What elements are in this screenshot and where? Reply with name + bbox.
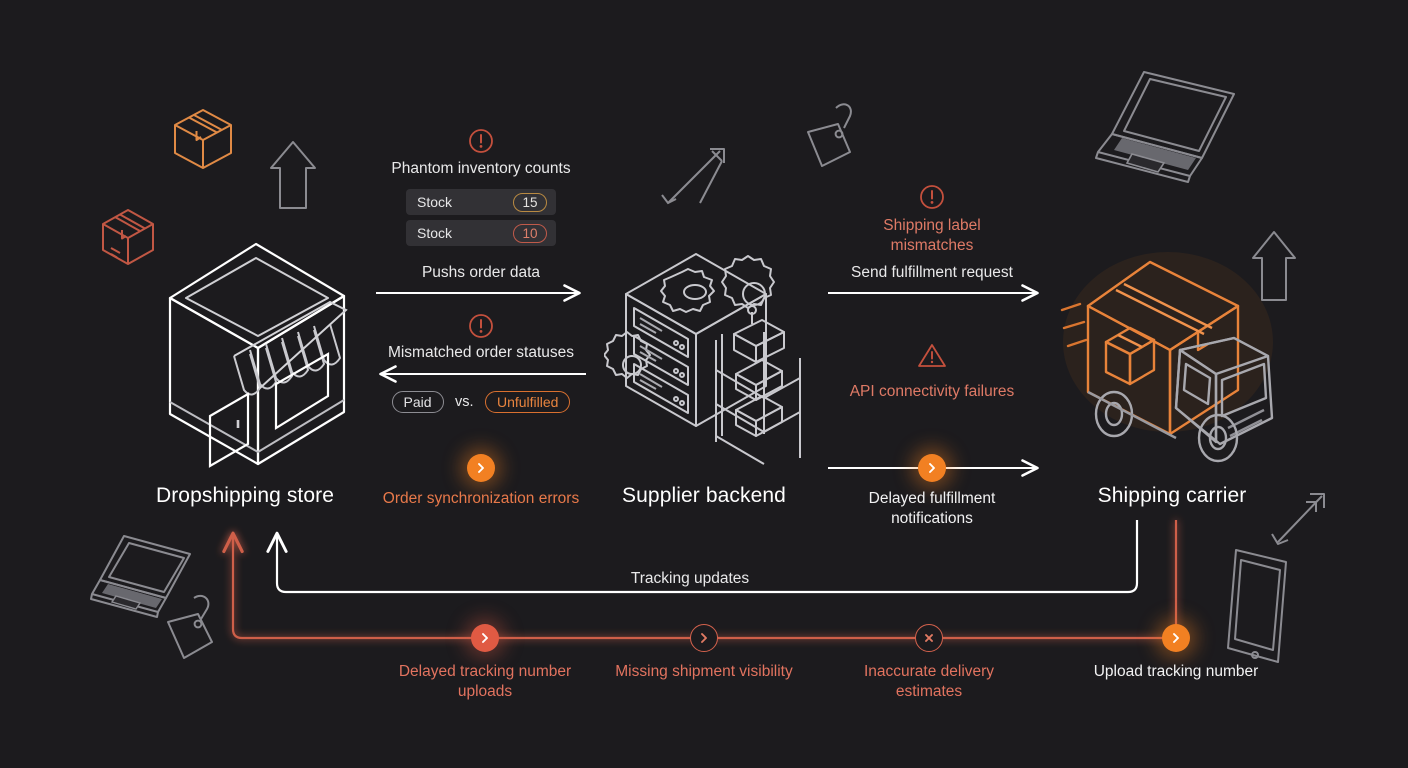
parcel-box-orange-icon [174, 109, 232, 169]
chevron-right-icon [478, 463, 484, 473]
arrow-up-icon [1252, 231, 1296, 301]
alert-circle-icon [469, 129, 493, 153]
mismatched-status-label: Mismatched order statuses [387, 344, 575, 361]
stock-label: Stock [417, 194, 453, 210]
price-tag-icon [807, 103, 852, 167]
arrow-up-icon [270, 141, 316, 209]
node-label-dropshipping-store: Dropshipping store [155, 484, 335, 507]
tracking-updates-label: Tracking updates [630, 570, 750, 587]
node-label-shipping-carrier: Shipping carrier [1097, 484, 1247, 507]
node-label-supplier-backend: Supplier backend [622, 484, 786, 507]
marker-delayed-upload[interactable] [471, 624, 499, 652]
api-failure-label: API connectivity failures [849, 383, 1015, 400]
delayed-fulfillment-badge[interactable] [918, 454, 946, 482]
storefront-icon [168, 242, 348, 468]
delivery-truck-icon [1060, 252, 1274, 463]
warning-triangle-icon [918, 344, 946, 367]
sync-error-badge[interactable] [467, 454, 495, 482]
price-tag-icon [167, 594, 213, 659]
chevron-right-icon [482, 633, 488, 643]
delayed-fulfillment-label: Delayed fulfillment notifications [868, 490, 996, 527]
sync-error-label: Order synchronization errors [382, 490, 580, 507]
x-mark-icon [925, 634, 933, 642]
chevron-right-icon [701, 633, 707, 643]
server-rack-icon [604, 253, 801, 465]
marker-label-inaccurate-eta: Inaccurate delivery estimates [863, 663, 995, 700]
status-pill-unfulfilled: Unfulfilled [484, 391, 571, 413]
chevron-decor-icon [1271, 493, 1325, 545]
tablet-icon [1227, 549, 1287, 663]
marker-label-delayed-upload: Delayed tracking number uploads [398, 663, 572, 700]
status-pill-paid: Paid [391, 391, 444, 413]
stock-label: Stock [417, 225, 453, 241]
marker-inaccurate-eta[interactable] [915, 624, 943, 652]
status-vs-label: vs. [455, 394, 474, 410]
parcel-box-red-icon [102, 209, 154, 265]
chevron-decor-icon [661, 148, 725, 205]
send-fulfillment-label: Send fulfillment request [851, 264, 1013, 281]
stock-row: Stock 10 [406, 220, 556, 246]
marker-label-upload-tracking: Upload tracking number [1093, 663, 1259, 680]
marker-missing-visibility[interactable] [690, 624, 718, 652]
chevron-right-icon [1173, 633, 1179, 643]
push-order-data-label: Pushs order data [421, 264, 541, 281]
chevron-right-icon [929, 463, 935, 473]
marker-label-missing-visibility: Missing shipment visibility [615, 663, 793, 680]
stock-panel: Stock 15 Stock 10 [406, 189, 556, 246]
stock-row: Stock 15 [406, 189, 556, 215]
alert-circle-icon [469, 314, 493, 338]
shipping-label-mismatch-label: Shipping label mismatches [883, 217, 981, 254]
stock-value: 15 [513, 192, 547, 212]
laptop-icon [1095, 71, 1235, 183]
phantom-inventory-title: Phantom inventory counts [391, 160, 571, 177]
status-pill-group: Paid vs. Unfulfilled [331, 391, 631, 413]
alert-circle-icon [920, 185, 944, 209]
laptop-icon [90, 535, 191, 618]
stock-value: 10 [513, 223, 547, 243]
marker-upload-tracking[interactable] [1162, 624, 1190, 652]
